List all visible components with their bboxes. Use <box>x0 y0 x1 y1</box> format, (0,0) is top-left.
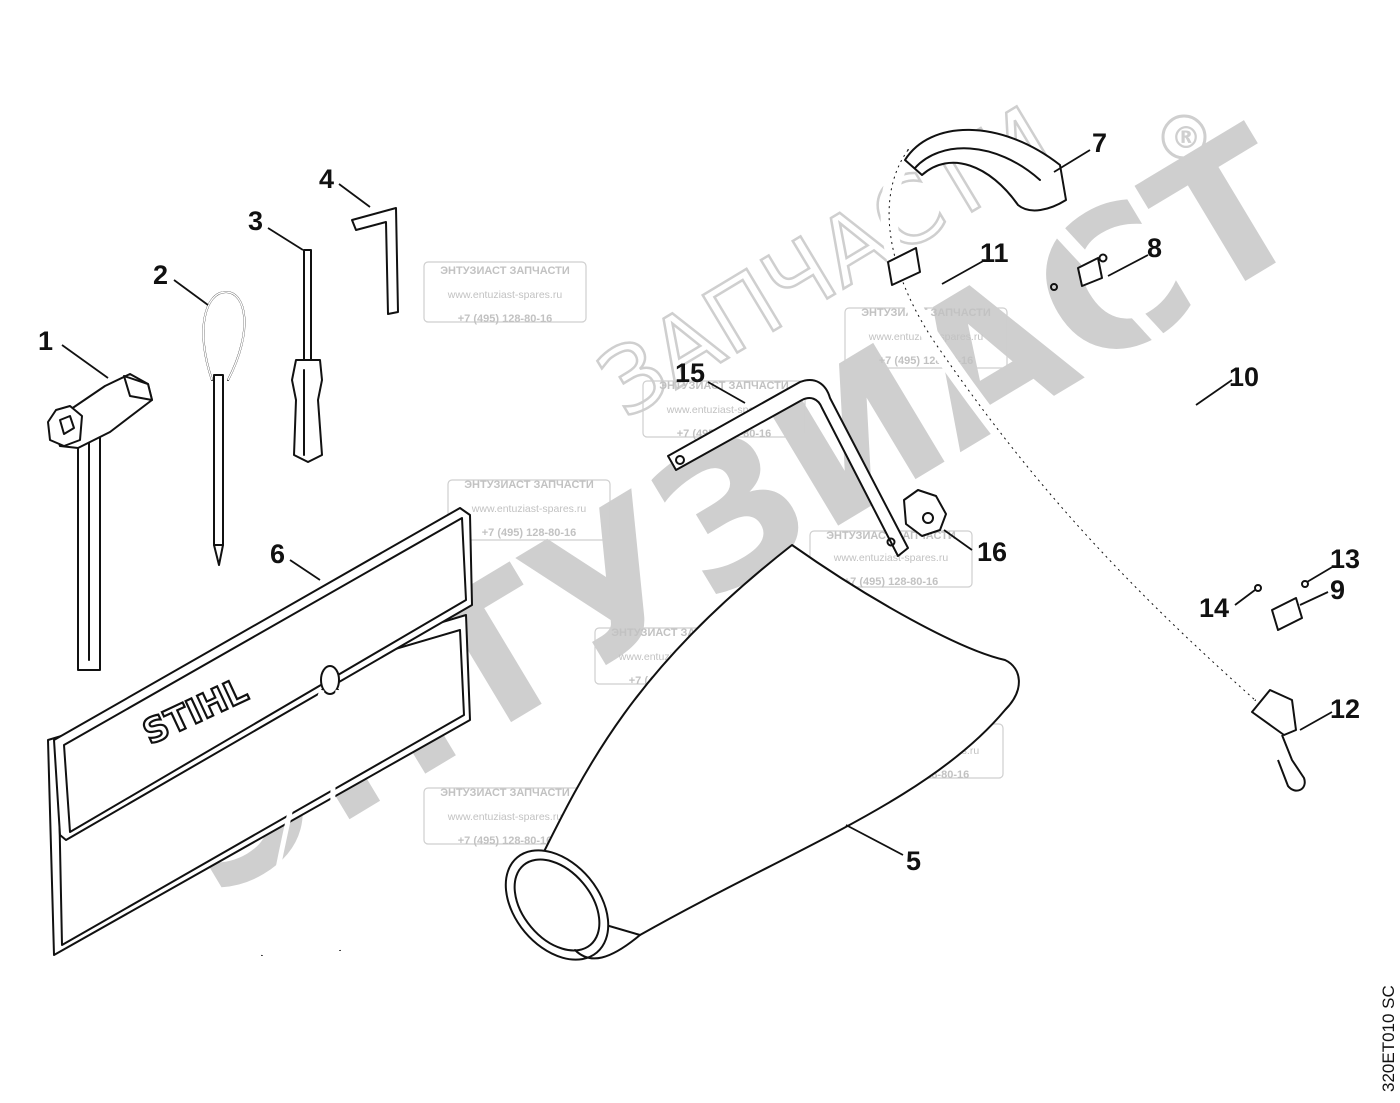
callout-2: 2 <box>153 260 168 290</box>
callout-11: 11 <box>980 238 1009 268</box>
stamp-4: ЭНТУЗИАСТ ЗАПЧАСТИ www.entuziast-spares.… <box>447 479 611 541</box>
callout-4: 4 <box>319 164 334 194</box>
part-16-knob <box>903 489 947 537</box>
callout-3: 3 <box>248 206 263 236</box>
callouts: 1 2 3 4 5 6 7 8 9 10 11 12 13 14 15 16 <box>38 128 1360 876</box>
stamp-title: ЭНТУЗИАСТ ЗАПЧАСТИ <box>464 479 594 491</box>
part-3-screwdriver <box>291 249 323 463</box>
stamp-title: ЭНТУЗИАСТ ЗАПЧАСТИ <box>659 380 789 392</box>
stamp-phone: +7 (495) 128-80-16 <box>482 527 576 539</box>
callout-12: 12 <box>1330 694 1360 724</box>
stamp-title: ЭНТУЗИАСТ ЗАПЧАСТИ <box>440 787 570 799</box>
part-1-combination-wrench <box>47 373 153 671</box>
stamp-site: www.entuziast-spares.ru <box>447 289 563 301</box>
part-4-hex-key <box>351 207 399 315</box>
stamp-8: ЭНТУЗИАСТ ЗАПЧАСТИ www.entuziast-spares.… <box>423 787 587 847</box>
callout-9: 9 <box>1330 575 1345 605</box>
part-9-buckle <box>1271 597 1303 631</box>
callout-14: 14 <box>1199 593 1229 623</box>
stamp-1: ЭНТУЗИАСТ ЗАПЧАСТИ www.entuziast-spares.… <box>423 261 587 325</box>
registered-mark-ring <box>1161 114 1207 160</box>
stamp-site: www.entuziast-spares.ru <box>471 503 587 515</box>
stamp-phone: +7 (495) 128-80-16 <box>458 835 552 847</box>
callout-8: 8 <box>1147 233 1162 263</box>
callout-16: 16 <box>977 537 1007 567</box>
watermark-registered-mark: ® <box>1171 121 1201 156</box>
part-2-hook-tool <box>202 291 246 566</box>
part-5-tube <box>504 544 1020 961</box>
leader-lines <box>61 149 1335 856</box>
part-8-slider <box>1077 257 1103 287</box>
part-6-tool-bag: STIHL <box>47 507 473 956</box>
callout-1: 1 <box>38 326 53 356</box>
drawing-code: 320ET010 SC <box>1379 985 1398 1092</box>
stamp-phone: +7 (495) 128-80-16 <box>844 576 938 588</box>
stamp-site: www.entuziast-spares.ru <box>833 552 949 564</box>
callout-6: 6 <box>270 539 285 569</box>
stamp-phone: +7 (495) 128-80-16 <box>458 313 552 325</box>
part-11-buckle <box>887 247 921 286</box>
harness <box>880 128 1309 792</box>
stamp-site: www.entuziast-spares.ru <box>447 811 563 823</box>
part-12-snap-hook <box>1277 734 1306 792</box>
callout-10: 10 <box>1229 362 1259 392</box>
part-15-bracket <box>667 379 909 557</box>
callout-13: 13 <box>1330 544 1360 574</box>
callout-5: 5 <box>906 846 921 876</box>
callout-15: 15 <box>675 358 705 388</box>
callout-7: 7 <box>1092 128 1107 158</box>
stamp-title: ЭНТУЗИАСТ ЗАПЧАСТИ <box>440 265 570 277</box>
